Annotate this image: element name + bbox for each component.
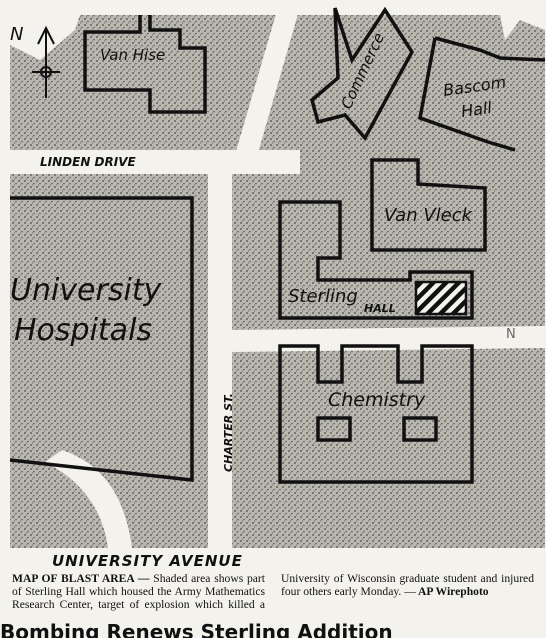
- label-sterling: Sterling: [288, 286, 358, 307]
- label-van-vleck: Van Vleck: [384, 205, 474, 226]
- label-charter-street: CHARTER ST.: [222, 393, 235, 472]
- label-bascom-hall-2: Hall: [460, 98, 494, 121]
- next-article-headline: Bombing Renews Sterling Addition: [0, 622, 393, 638]
- label-hall: HALL: [364, 302, 396, 315]
- blast-area-map: N Van Hise Commerce Bascom Hall LINDEN D…: [9, 6, 546, 548]
- stray-letter: N: [506, 327, 516, 342]
- caption-lead: MAP OF BLAST AREA —: [12, 572, 150, 585]
- label-university-avenue: UNIVERSITY AVENUE: [52, 552, 243, 570]
- university-hospitals-building: [9, 196, 194, 482]
- caption-text: MAP OF BLAST AREA — Shaded area shows pa…: [12, 572, 534, 611]
- label-chemistry: Chemistry: [328, 389, 426, 411]
- sterling-hall-building: [278, 200, 474, 320]
- label-university-hospitals-2: Hospitals: [14, 313, 152, 348]
- diagonal-road: [232, 14, 298, 165]
- label-van-hise: Van Hise: [100, 46, 165, 64]
- caption-credit: AP Wirephoto: [415, 585, 489, 598]
- blast-area-hatch: [414, 280, 468, 316]
- commerce-building: [310, 6, 415, 142]
- chemistry-courtyard-right: [402, 416, 438, 442]
- curved-drive: [45, 450, 132, 548]
- chemistry-courtyard-left: [316, 416, 352, 442]
- compass-north-arrow-icon: [32, 25, 60, 98]
- label-linden-drive: LINDEN DRIVE: [40, 155, 136, 169]
- compass-north-label: N: [10, 24, 23, 45]
- charter-street-road: [208, 150, 232, 548]
- chemistry-building: [278, 344, 474, 484]
- ground-stipple: [10, 15, 545, 548]
- map-caption: UNIVERSITY AVENUE MAP OF BLAST AREA — Sh…: [12, 552, 534, 611]
- caption-body: Shaded area shows part of Sterling Hall …: [12, 572, 534, 611]
- bascom-hall-building: [418, 36, 546, 152]
- van-hise-building: [83, 15, 207, 114]
- van-vleck-building: [370, 158, 487, 252]
- label-university-hospitals-1: University: [10, 273, 163, 308]
